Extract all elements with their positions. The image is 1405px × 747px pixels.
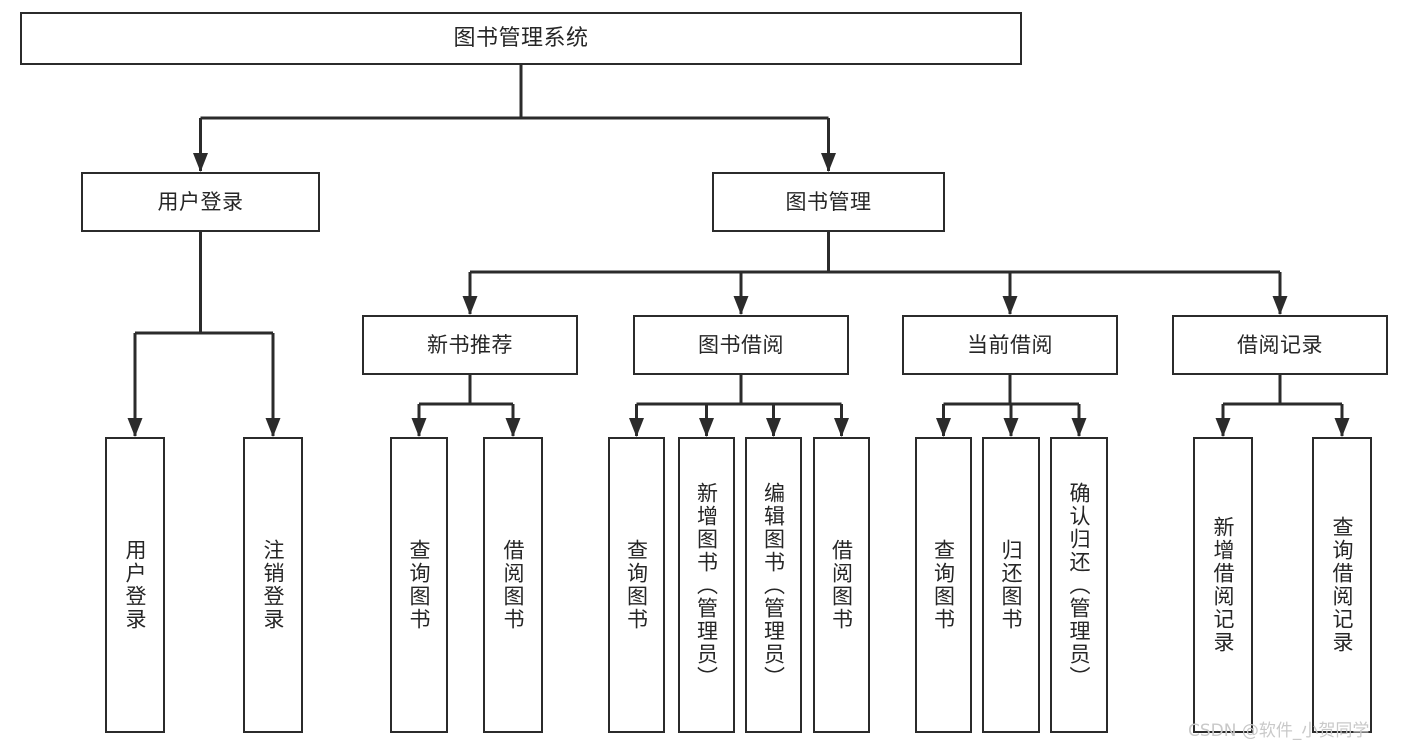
- node-label-leaf-user-login: 用户登录: [123, 539, 148, 631]
- node-leaf-edit-book-admin[interactable]: 编辑图书（管理员）: [745, 437, 802, 733]
- node-label-leaf-add-borrow-record: 新增借阅记录: [1211, 516, 1236, 654]
- node-book-borrow[interactable]: 图书借阅: [633, 315, 849, 375]
- node-leaf-borrow-book[interactable]: 借阅图书: [813, 437, 870, 733]
- node-label-leaf-confirm-return-admin: 确认归还（管理员）: [1067, 481, 1092, 689]
- node-leaf-query-book-current[interactable]: 查询图书: [915, 437, 972, 733]
- node-new-book-recommend[interactable]: 新书推荐: [362, 315, 578, 375]
- node-leaf-user-login[interactable]: 用户登录: [105, 437, 165, 733]
- node-leaf-add-book-admin[interactable]: 新增图书（管理员）: [678, 437, 735, 733]
- node-label-leaf-query-book-current: 查询图书: [931, 539, 956, 631]
- node-label-new-book-recommend: 新书推荐: [427, 332, 513, 357]
- node-label-leaf-user-logout: 注销登录: [261, 539, 286, 631]
- node-current-borrow[interactable]: 当前借阅: [902, 315, 1118, 375]
- node-user-login[interactable]: 用户登录: [81, 172, 320, 232]
- node-label-leaf-return-book: 归还图书: [999, 539, 1024, 631]
- node-label-book-manage: 图书管理: [785, 189, 872, 214]
- watermark: CSDN @软件_小贺同学: [1188, 721, 1370, 741]
- node-label-leaf-edit-book-admin: 编辑图书（管理员）: [761, 481, 786, 689]
- node-label-book-borrow: 图书借阅: [698, 332, 784, 357]
- node-leaf-query-book-borrow[interactable]: 查询图书: [608, 437, 665, 733]
- node-label-leaf-add-book-admin: 新增图书（管理员）: [694, 481, 719, 689]
- node-leaf-return-book[interactable]: 归还图书: [982, 437, 1040, 733]
- node-book-manage[interactable]: 图书管理: [712, 172, 945, 232]
- node-label-leaf-query-book-rec: 查询图书: [407, 539, 432, 631]
- node-leaf-query-book-rec[interactable]: 查询图书: [390, 437, 448, 733]
- node-label-root: 图书管理系统: [453, 25, 589, 51]
- node-leaf-borrow-book-rec[interactable]: 借阅图书: [483, 437, 543, 733]
- node-label-leaf-query-borrow-record: 查询借阅记录: [1330, 516, 1355, 654]
- node-label-user-login: 用户登录: [157, 189, 244, 214]
- node-leaf-add-borrow-record[interactable]: 新增借阅记录: [1193, 437, 1253, 733]
- node-leaf-user-logout[interactable]: 注销登录: [243, 437, 303, 733]
- node-root[interactable]: 图书管理系统: [20, 12, 1022, 65]
- node-label-leaf-query-book-borrow: 查询图书: [624, 539, 649, 631]
- node-label-leaf-borrow-book: 借阅图书: [829, 539, 854, 631]
- node-leaf-query-borrow-record[interactable]: 查询借阅记录: [1312, 437, 1372, 733]
- node-borrow-record[interactable]: 借阅记录: [1172, 315, 1388, 375]
- node-label-leaf-borrow-book-rec: 借阅图书: [501, 539, 526, 631]
- node-label-borrow-record: 借阅记录: [1237, 332, 1323, 357]
- node-label-current-borrow: 当前借阅: [967, 332, 1053, 357]
- node-leaf-confirm-return-admin[interactable]: 确认归还（管理员）: [1050, 437, 1108, 733]
